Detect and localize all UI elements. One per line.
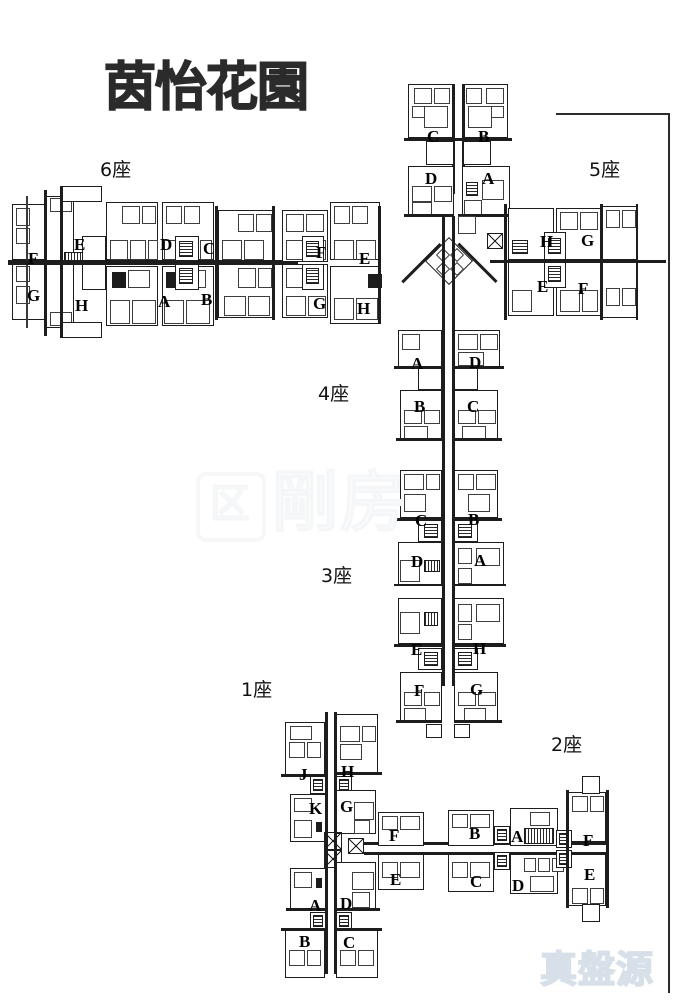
- caption-block-3: 3座: [321, 565, 353, 587]
- unit-label-d: D: [160, 235, 173, 254]
- caption-block-5: 5座: [589, 159, 621, 181]
- unit-label-b: B: [468, 510, 480, 529]
- watermark-badge: 区: [196, 471, 266, 542]
- unit-label-h: H: [341, 762, 355, 781]
- unit-label-f: F: [583, 831, 594, 850]
- unit-label-g: G: [313, 294, 327, 313]
- unit-label-h: H: [75, 296, 89, 315]
- unit-label-d: D: [340, 894, 353, 913]
- unit-label-e: E: [411, 640, 423, 659]
- unit-label-a: A: [158, 292, 171, 311]
- unit-label-g: G: [470, 680, 484, 699]
- center-watermark: 区剛房: [196, 455, 496, 550]
- unit-label-c: C: [467, 397, 480, 416]
- watermark-text: 剛房: [272, 464, 408, 542]
- page-title: 茵怡花園: [103, 58, 310, 118]
- brand-watermark: 真盤源: [539, 948, 654, 991]
- unit-label-a: A: [511, 827, 524, 846]
- unit-label-a: A: [474, 551, 487, 570]
- unit-label-f: F: [578, 279, 589, 298]
- unit-label-g: G: [581, 231, 595, 250]
- unit-label-f: F: [389, 826, 400, 845]
- unit-label-h: H: [540, 232, 554, 251]
- unit-label-a: A: [411, 354, 424, 373]
- unit-label-d: D: [512, 876, 525, 895]
- unit-label-f: F: [316, 243, 327, 262]
- unit-label-d: D: [425, 169, 438, 188]
- unit-label-d: D: [411, 552, 424, 571]
- unit-label-a: A: [482, 169, 495, 188]
- unit-label-c: C: [415, 511, 428, 530]
- frame-line-top: [556, 113, 670, 115]
- caption-block-2: 2座: [551, 734, 583, 756]
- frame-line-right: [668, 113, 670, 993]
- unit-label-g: G: [340, 797, 354, 816]
- unit-label-e: E: [584, 865, 596, 884]
- unit-label-e: E: [390, 870, 402, 889]
- unit-label-b: B: [414, 397, 426, 416]
- unit-label-f: F: [414, 681, 425, 700]
- unit-label-d: D: [469, 353, 482, 372]
- unit-label-g: G: [27, 286, 41, 305]
- unit-label-e: E: [359, 249, 371, 268]
- unit-label-b: B: [299, 932, 311, 951]
- unit-label-e: E: [537, 277, 549, 296]
- unit-label-f: F: [28, 249, 39, 268]
- unit-label-h: H: [473, 639, 487, 658]
- unit-label-b: B: [478, 127, 490, 146]
- unit-label-e: E: [74, 235, 86, 254]
- caption-block-6: 6座: [100, 159, 132, 181]
- unit-label-h: H: [357, 299, 371, 318]
- caption-block-1: 1座: [241, 679, 273, 701]
- unit-label-k: K: [309, 799, 323, 818]
- caption-block-4: 4座: [318, 383, 350, 405]
- unit-label-b: B: [469, 824, 481, 843]
- unit-label-a: A: [309, 896, 322, 915]
- unit-label-j: J: [299, 765, 308, 784]
- unit-label-c: C: [427, 127, 440, 146]
- unit-label-c: C: [343, 933, 356, 952]
- unit-label-b: B: [201, 290, 213, 309]
- unit-label-c: C: [203, 239, 216, 258]
- unit-label-c: C: [470, 872, 483, 891]
